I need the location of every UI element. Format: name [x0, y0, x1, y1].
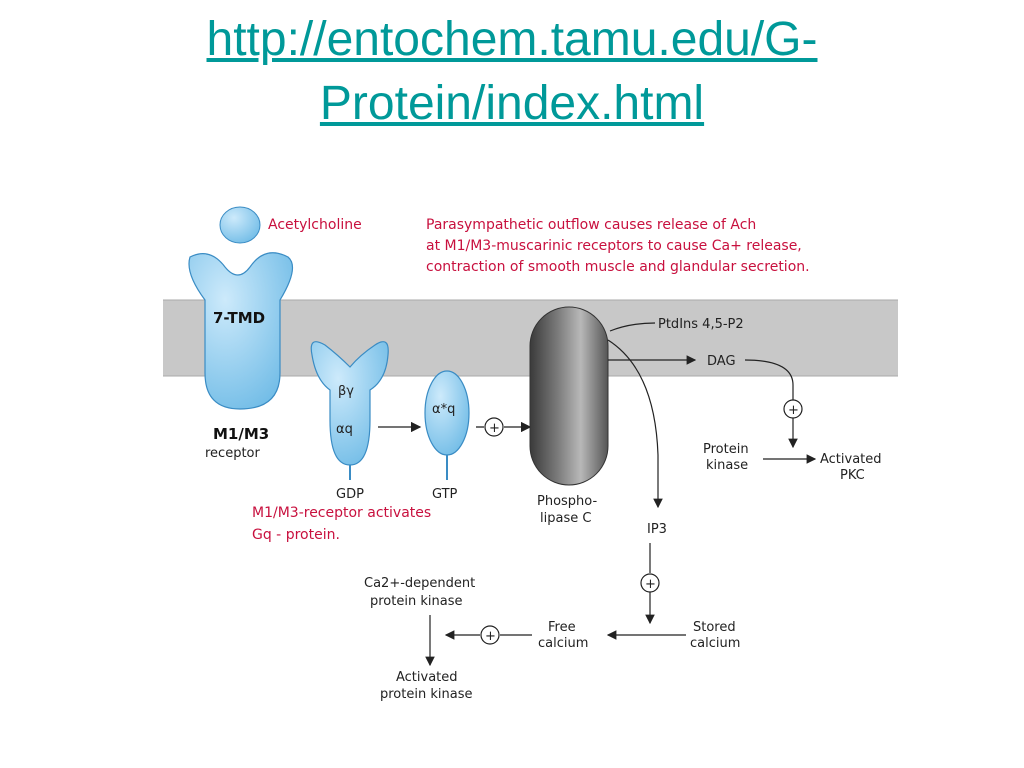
protein-kinase-1: Protein — [703, 442, 749, 457]
url-link[interactable]: http://entochem.tamu.edu/G- Protein/index… — [207, 13, 818, 130]
url-line-1: http://entochem.tamu.edu/G- — [206, 13, 818, 66]
receptor-name-2: receptor — [205, 446, 261, 461]
ca-kinase-1: Ca2+-dependent — [364, 576, 475, 591]
free-calcium-1: Free — [548, 620, 576, 635]
plus-circle-calcium — [480, 625, 500, 645]
plus-sign-dag: + — [788, 403, 799, 418]
note-line-3: contraction of smooth muscle and glandul… — [426, 259, 810, 275]
protein-kinase-2: kinase — [706, 458, 748, 473]
plus-sign-calcium: + — [485, 629, 496, 644]
acetylcholine-label: Acetylcholine — [268, 217, 362, 233]
plus-circle-1 — [484, 417, 504, 437]
activated-kinase-2: protein kinase — [380, 687, 472, 702]
gq-pathway-diagram: Acetylcholine Parasympathetic outflow ca… — [163, 206, 898, 702]
receptor-core-label: 7-TMD — [213, 309, 265, 327]
g-protein-heterotrimer — [310, 341, 389, 466]
ip3-label: IP3 — [647, 522, 667, 537]
activated-kinase-1: Activated — [396, 670, 458, 685]
beta-gamma-label: βγ — [338, 384, 354, 399]
phospholipase-c — [529, 306, 609, 486]
alpha-star-q-label: α*q — [432, 402, 455, 417]
page-title: http://entochem.tamu.edu/G- Protein/index… — [0, 8, 1024, 136]
gdp-label: GDP — [336, 487, 364, 502]
gq-note-2: Gq - protein. — [252, 527, 340, 543]
plc-label-2: lipase C — [540, 511, 591, 526]
stored-calcium-2: calcium — [690, 636, 740, 651]
dag-label: DAG — [707, 354, 736, 369]
note-line-1: Parasympathetic outflow causes release o… — [426, 217, 756, 233]
activated-pkc-2: PKC — [840, 468, 865, 483]
plus-sign-1: + — [489, 421, 500, 436]
url-line-2: Protein/index.html — [319, 77, 705, 130]
gq-note-1: M1/M3-receptor activates — [252, 505, 431, 521]
note-line-2: at M1/M3-muscarinic receptors to cause C… — [426, 238, 802, 254]
plus-sign-ip3: + — [645, 577, 656, 592]
gtp-label: GTP — [432, 487, 458, 502]
stored-calcium-1: Stored — [693, 620, 736, 635]
free-calcium-2: calcium — [538, 636, 588, 651]
acetylcholine-molecule — [219, 206, 261, 244]
activated-pkc-1: Activated — [820, 452, 882, 467]
pip2-label: PtdIns 4,5-P2 — [658, 317, 744, 332]
plc-label-1: Phospho- — [537, 494, 597, 509]
receptor-name-1: M1/M3 — [213, 425, 269, 443]
ca-kinase-2: protein kinase — [370, 594, 462, 609]
receptor-7tmd — [188, 252, 294, 410]
alpha-q-label: αq — [336, 422, 353, 437]
